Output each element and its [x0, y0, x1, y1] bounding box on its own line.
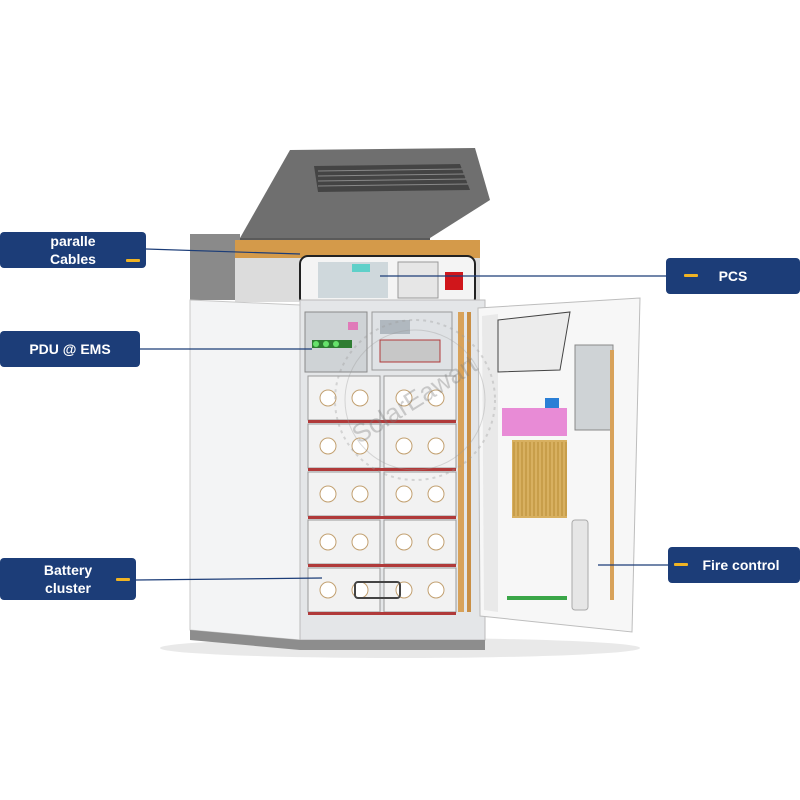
battery-module	[308, 472, 380, 516]
battery-terminal	[428, 534, 444, 550]
module-separator	[308, 564, 456, 567]
battery-module	[384, 520, 456, 564]
module-separator	[308, 516, 456, 519]
battery-terminal	[396, 438, 412, 454]
callout-fire-control-label: Fire control	[702, 556, 779, 574]
callout-pdu-ems-label: PDU @ EMS	[29, 340, 110, 358]
callout-fire-control: Fire control	[668, 547, 800, 583]
pcs-red-switch	[445, 272, 463, 290]
pink-module	[502, 408, 567, 436]
top-lid	[240, 148, 490, 244]
module-separator	[308, 612, 456, 615]
battery-terminal	[428, 582, 444, 598]
battery-terminal	[396, 582, 412, 598]
battery-terminal	[428, 486, 444, 502]
battery-terminal	[320, 534, 336, 550]
cabinet-side-panel	[190, 300, 300, 640]
battery-terminal	[352, 486, 368, 502]
callout-battery-cluster-line2: cluster	[45, 579, 91, 597]
callout-pcs: PCS	[666, 258, 800, 294]
door-filter-grille	[512, 440, 567, 518]
lid-vent-grille	[314, 164, 470, 192]
battery-terminal	[396, 486, 412, 502]
battery-module	[384, 568, 456, 612]
battery-module	[308, 568, 380, 612]
callout-battery-cluster-line1: Battery	[44, 561, 92, 579]
battery-module	[384, 424, 456, 468]
battery-terminal	[396, 534, 412, 550]
fire-extinguisher	[572, 520, 588, 610]
callout-pdu-ems: PDU @ EMS	[0, 331, 140, 367]
callout-pcs-label: PCS	[719, 267, 748, 285]
callout-battery-cluster: Battery cluster	[0, 558, 136, 600]
battery-terminal	[320, 486, 336, 502]
battery-terminal	[352, 534, 368, 550]
battery-terminal	[320, 438, 336, 454]
battery-terminal	[320, 390, 336, 406]
module-separator	[308, 468, 456, 471]
pdu-ems-panel	[305, 312, 452, 372]
callout-parallel-cables: paralle Cables	[0, 232, 146, 268]
battery-terminal	[320, 582, 336, 598]
open-door	[478, 298, 640, 632]
callout-parallel-cables-line2: Cables	[50, 250, 96, 268]
battery-terminal	[428, 438, 444, 454]
top-housing	[190, 234, 480, 306]
battery-module	[308, 520, 380, 564]
battery-terminal	[352, 390, 368, 406]
callout-parallel-cables-line1: paralle	[50, 232, 95, 250]
battery-module	[384, 472, 456, 516]
